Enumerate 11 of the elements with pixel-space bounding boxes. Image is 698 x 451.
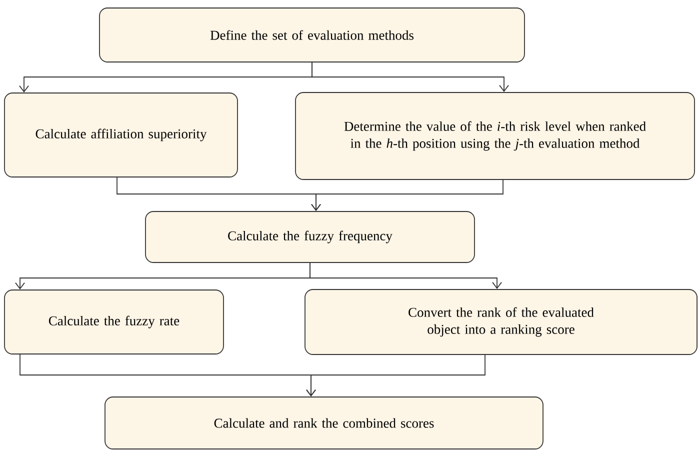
process-box: Calculate affiliation superiority <box>4 92 238 178</box>
process-box: Calculate the fuzzy frequency <box>145 211 475 263</box>
process-box: Define the set of evaluation methods <box>99 8 525 62</box>
process-box: Calculate and rank the combined scores <box>104 396 544 450</box>
arrow <box>311 180 504 212</box>
arrow <box>306 354 486 397</box>
arrow <box>310 262 502 290</box>
process-box: Determine the value of the i-th risk level when ranked in the h-th position using the j-th evaluation method <box>295 92 695 180</box>
process-box: Calculate the fuzzy rate <box>4 290 224 354</box>
process-box: Convert the rank of the evaluated object into a ranking score <box>304 289 698 355</box>
arrow <box>312 62 509 92</box>
